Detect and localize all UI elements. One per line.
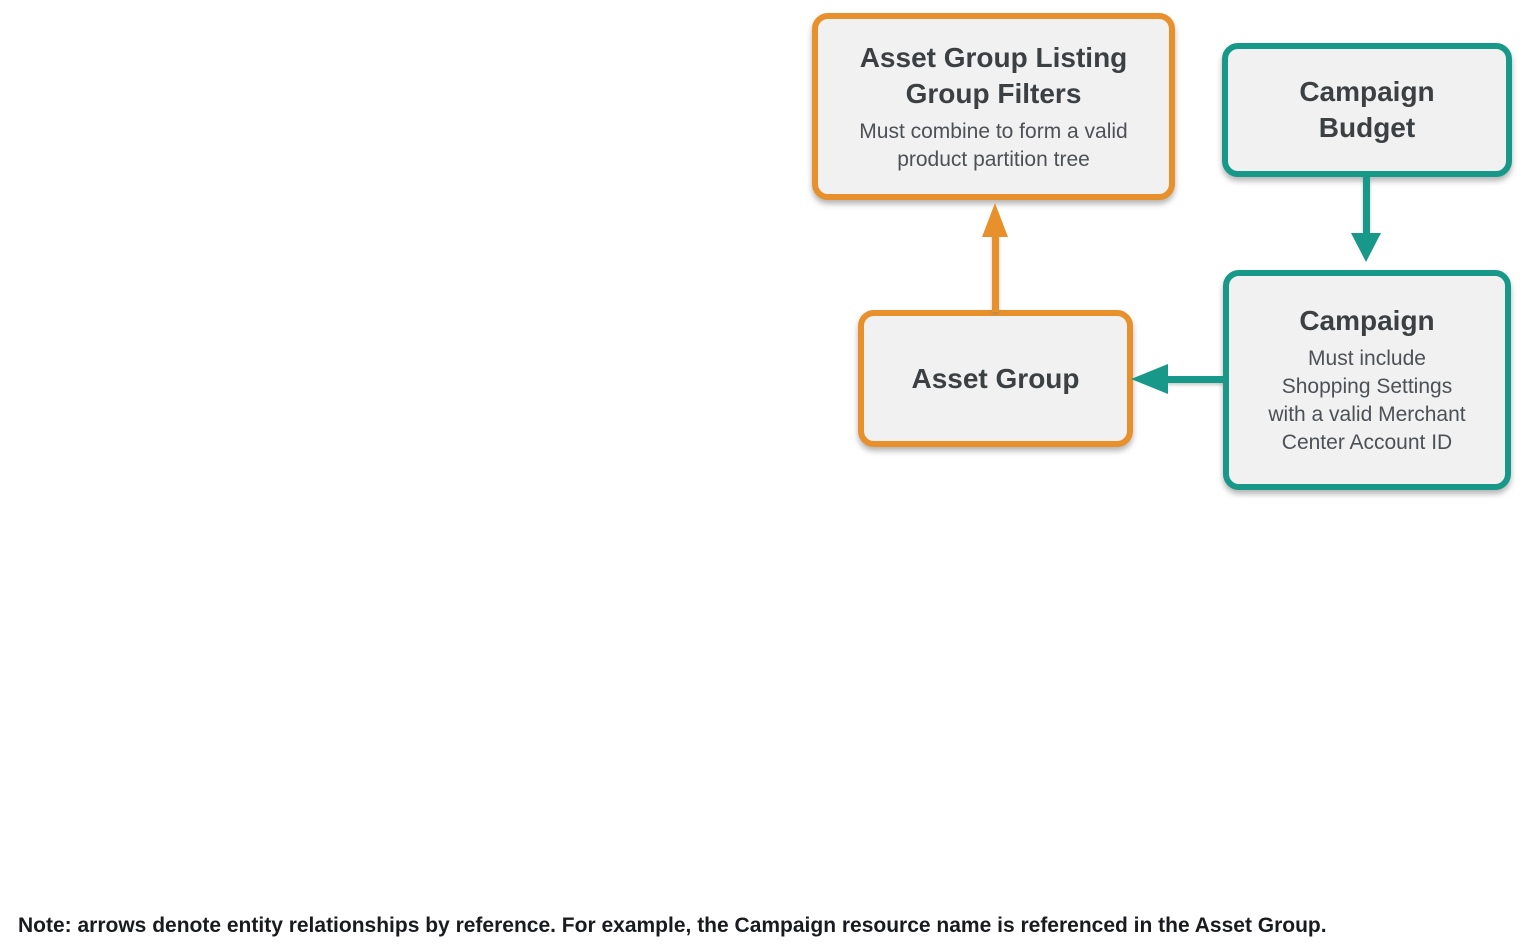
arrow-campaign-to-asset-group-shaft (1166, 376, 1225, 383)
node-subtitle-campaign: Must include Shopping Settings with a va… (1268, 347, 1466, 454)
node-title-asset-group: Asset Group (911, 362, 1080, 394)
node-title-campaign-budget: Campaign Budget (1299, 76, 1435, 143)
arrow-asset-group-to-listing-group-filters-shaft (992, 232, 999, 312)
node-title-asset-group-listing-group-filters: Asset Group Listing Group Filters (859, 41, 1128, 109)
node-asset-group-listing-group-filters: Asset Group Listing Group Filters Must c… (812, 13, 1175, 200)
arrow-campaign-budget-to-campaign-head-icon (1351, 233, 1381, 262)
node-subtitle-asset-group-listing-group-filters: Must combine to form a valid product par… (859, 119, 1128, 171)
footer-note: Note: arrows denote entity relationships… (18, 914, 1327, 937)
arrow-campaign-budget-to-campaign-shaft (1363, 177, 1370, 235)
node-campaign-budget: Campaign Budget (1222, 43, 1512, 177)
node-asset-group: Asset Group (858, 310, 1133, 447)
node-title-campaign: Campaign (1299, 305, 1435, 336)
arrow-asset-group-to-listing-group-filters-head-icon (982, 203, 1008, 237)
arrow-campaign-to-asset-group-head-icon (1131, 364, 1168, 394)
node-campaign: Campaign Must include Shopping Settings … (1223, 270, 1511, 490)
